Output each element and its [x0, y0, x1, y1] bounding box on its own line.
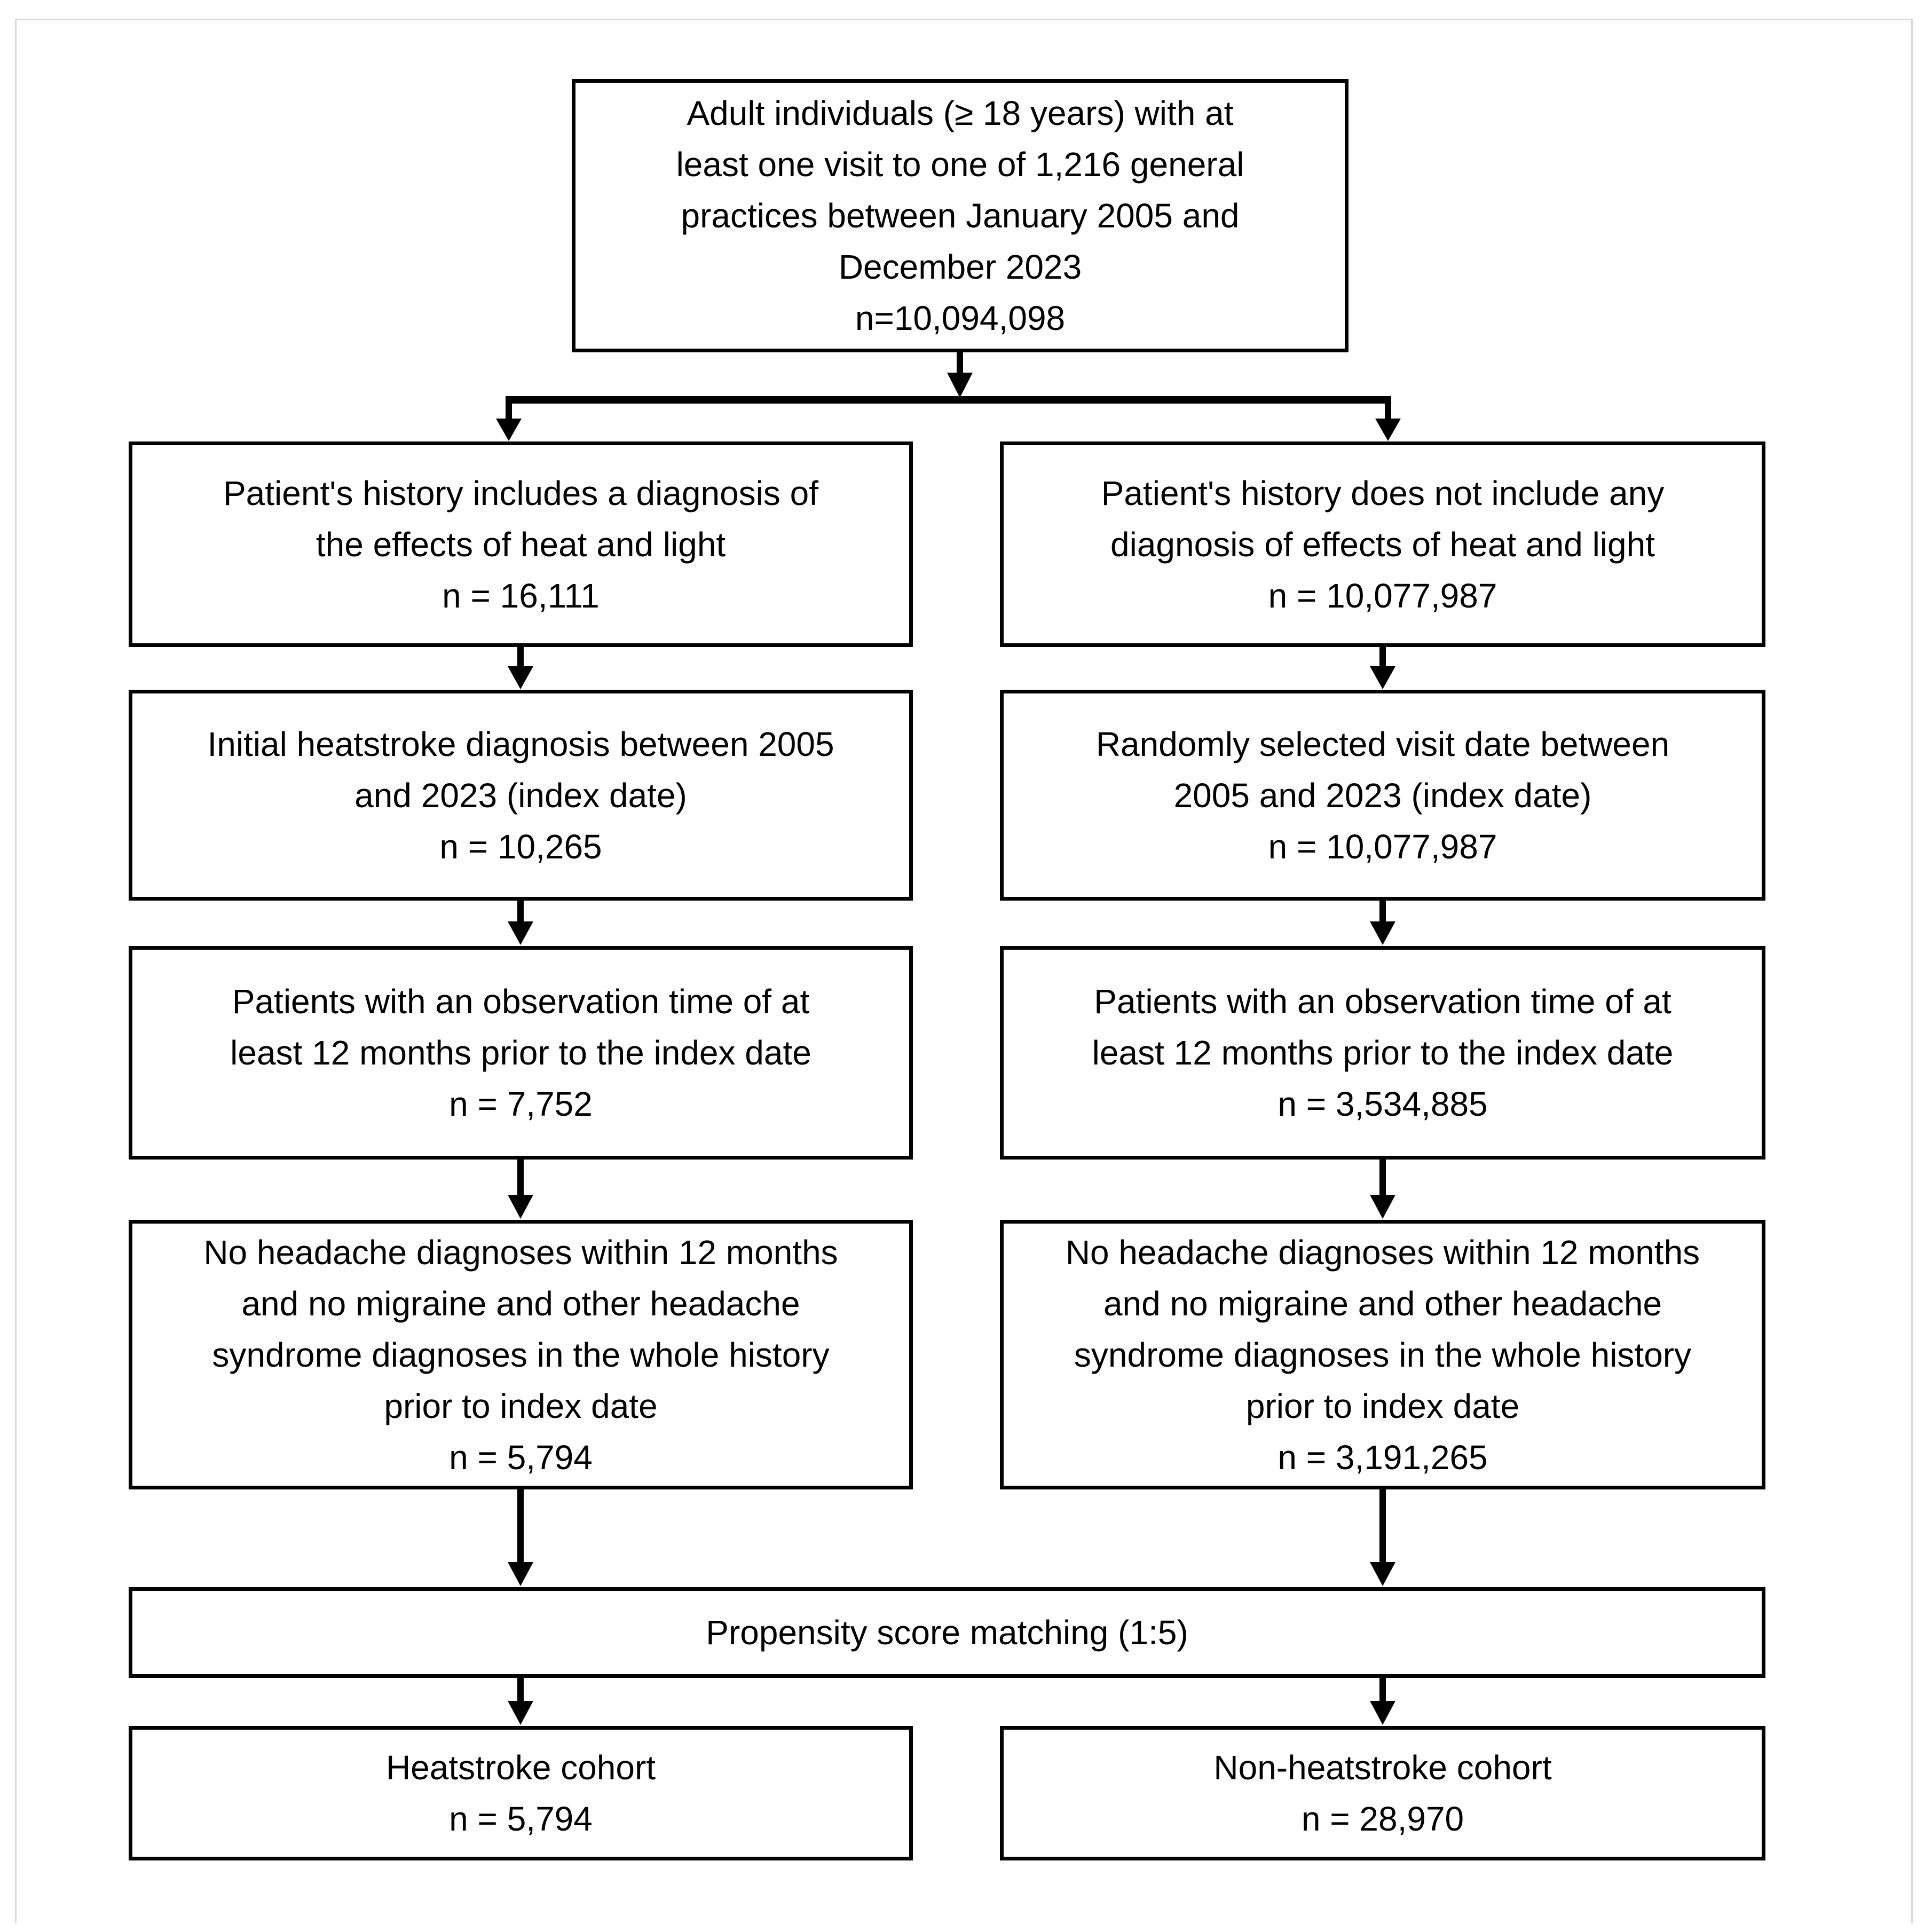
arrow-row2-row3-right [1370, 646, 1395, 689]
box-propensity-matching: Propensity score matching (1:5) [129, 1587, 1765, 1678]
arrow-row4-row5-right [1370, 1158, 1395, 1219]
arrow-matching-cohort-right [1370, 1677, 1395, 1725]
arrow-row2-row3-left [508, 646, 533, 689]
box-heatstroke-cohort: Heatstroke cohort n = 5,794 [129, 1726, 913, 1860]
box-non-heatstroke-cohort: Non-heatstroke cohort n = 28,970 [1000, 1726, 1765, 1860]
arrow-row4-row5-left [508, 1158, 533, 1219]
arrow-row3-row4-right [1370, 900, 1395, 945]
box-random-visit-date: Randomly selected visit date between 200… [1000, 690, 1765, 901]
box-no-headache-right: No headache diagnoses within 12 months a… [1000, 1220, 1765, 1489]
arrow-row5-matching-right [1370, 1488, 1395, 1586]
box-no-headache-left: No headache diagnoses within 12 months a… [129, 1220, 913, 1489]
box-heat-diagnosis-yes: Patient's history includes a diagnosis o… [129, 441, 913, 647]
box-source-population: Adult individuals (≥ 18 years) with at l… [572, 79, 1349, 352]
arrow-top-to-splitter [947, 351, 973, 398]
box-heat-diagnosis-no: Patient's history does not include any d… [1000, 441, 1765, 647]
arrow-row3-row4-left [508, 900, 533, 945]
arrow-matching-cohort-left [508, 1677, 533, 1725]
arrow-row5-matching-left [508, 1488, 533, 1586]
splitter-bar [496, 396, 1401, 441]
box-initial-heatstroke-diagnosis: Initial heatstroke diagnosis between 200… [129, 690, 913, 901]
box-observation-time-right: Patients with an observation time of at … [1000, 946, 1765, 1160]
box-observation-time-left: Patients with an observation time of at … [129, 946, 913, 1160]
